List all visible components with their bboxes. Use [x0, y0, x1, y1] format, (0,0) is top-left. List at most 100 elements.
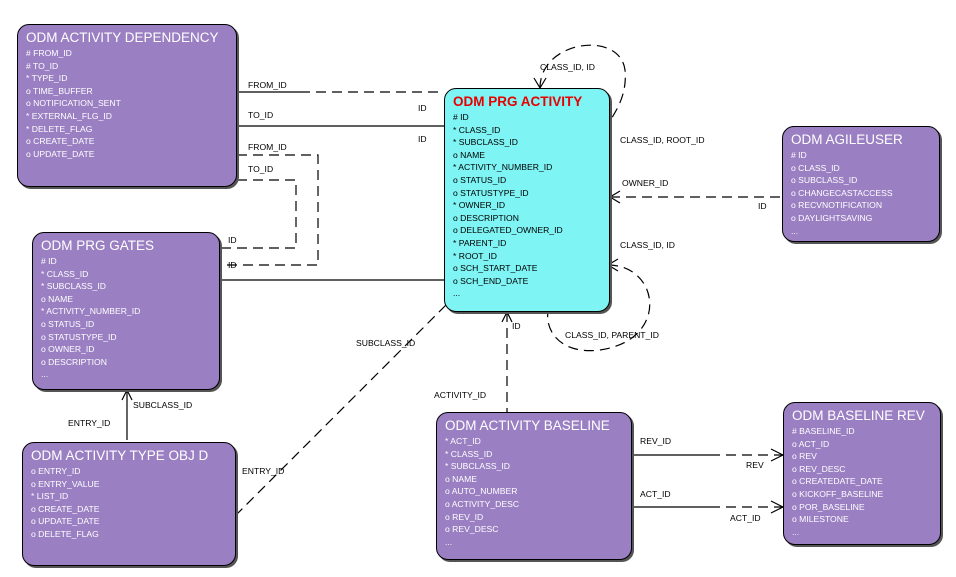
entity-field: o MILESTONE	[792, 514, 849, 525]
entity-field: o AUTO_NUMBER	[445, 486, 518, 497]
label-class-id-id-top: CLASS_ID, ID	[540, 62, 595, 72]
entity-field: o DELETE_FLAG	[31, 528, 99, 539]
entity-field: o CHANGECASTACCESS	[791, 187, 893, 198]
crowfoot-activity-baseline	[501, 311, 513, 323]
entity-field: # BASELINE_ID	[792, 426, 855, 436]
entity-field: o OWNER_ID	[41, 344, 95, 355]
entity-field: * ACTIVITY_NUMBER_ID	[453, 162, 553, 173]
label-subclass-id-mid: SUBCLASS_ID	[356, 338, 416, 348]
label-rev-id: REV_ID	[640, 436, 672, 446]
entity-field: * EXTERNAL_FLG_ID	[26, 110, 112, 121]
label-id-agileuser: ID	[758, 201, 767, 211]
label-entry-id-typeobj: ENTRY_ID	[242, 466, 285, 476]
entity-field: o ENTRY_VALUE	[31, 478, 100, 489]
crowfoot-owner	[609, 190, 621, 204]
entity-field: o NAME	[445, 473, 477, 484]
label-id-activity: ID	[512, 321, 521, 331]
rel-line-gates-to-id	[220, 179, 297, 249]
entity-field: # TO_ID	[26, 60, 59, 71]
label-to-id-gates: TO_ID	[248, 164, 274, 174]
label-act-id: ACT_ID	[640, 489, 671, 499]
entity-field: * OWNER_ID	[453, 200, 506, 211]
entity-field: o ENTRY_ID	[31, 466, 81, 476]
entity-field: ...	[453, 288, 461, 299]
entity-field: ...	[791, 225, 799, 236]
entity-field: o SCH_START_DATE	[453, 263, 538, 274]
entity-field: * ROOT_ID	[453, 250, 497, 261]
label-class-id-parent-id: CLASS_ID, PARENT_ID	[565, 330, 659, 340]
label-from-id-gates: FROM_ID	[248, 142, 287, 152]
crowfoot-self-top	[533, 77, 547, 89]
entity-field: o STATUS_ID	[453, 174, 507, 185]
entity-field: o TIME_BUFFER	[26, 85, 93, 96]
label-class-id-id-right: CLASS_ID, ID	[620, 240, 675, 250]
entity-field: * CLASS_ID	[41, 268, 89, 279]
entity-field: o SUBCLASS_ID	[791, 175, 858, 186]
entity-field: ...	[41, 369, 49, 380]
entity-field: # ID	[791, 150, 807, 160]
entity-field: o NAME	[453, 149, 485, 160]
rel-line-self-top	[539, 44, 626, 126]
entity-field: o STATUSTYPE_ID	[41, 331, 117, 342]
entity-field: o REV_DESC	[792, 463, 846, 474]
entity-field: * SUBCLASS_ID	[445, 461, 510, 472]
label-rev: REV	[746, 460, 764, 470]
entity-field: * PARENT_ID	[453, 237, 507, 248]
entity-field: ...	[445, 536, 453, 547]
entity-field: o CREATE_DATE	[31, 503, 100, 514]
label-id-2: ID	[418, 134, 427, 144]
entity-title: ODM ACTIVITY BASELINE	[445, 418, 610, 433]
entity-field: o DELEGATED_OWNER_ID	[453, 225, 563, 236]
entity-field: o CLASS_ID	[791, 162, 840, 173]
entity-activity-baseline[interactable]: ODM ACTIVITY BASELINE * ACT_ID* CLASS_ID…	[436, 412, 632, 560]
label-owner-id: OWNER_ID	[622, 178, 669, 188]
entity-field: # ID	[41, 256, 57, 266]
label-entry-id: ENTRY_ID	[68, 418, 111, 428]
entity-field: o REV	[792, 451, 817, 462]
entity-field: o ACTIVITY_DESC	[445, 498, 520, 509]
entity-field: * SUBCLASS_ID	[453, 137, 518, 148]
entity-field: o REV_ID	[445, 511, 484, 522]
entity-prg-gates[interactable]: ODM PRG GATES # ID* CLASS_ID* SUBCLASS_I…	[32, 232, 220, 390]
entity-title: ODM BASELINE REV	[792, 408, 925, 423]
entity-field: o KICKOFF_BASELINE	[792, 488, 884, 499]
entity-field: o UPDATE_DATE	[26, 148, 95, 159]
entity-field: o DESCRIPTION	[41, 356, 107, 367]
entity-field: * SUBCLASS_ID	[41, 281, 106, 292]
entity-field: * DELETE_FLAG	[26, 123, 93, 134]
rel-line-self-bottom	[547, 264, 651, 352]
label-activity-id: ACTIVITY_ID	[434, 390, 487, 400]
label-act-id-rev: ACT_ID	[730, 513, 761, 523]
label-id-1: ID	[418, 103, 427, 113]
entity-field: o STATUSTYPE_ID	[453, 187, 529, 198]
crowfoot-rev	[770, 448, 784, 462]
entity-field: o STATUS_ID	[41, 318, 95, 329]
entity-title: ODM PRG ACTIVITY	[453, 94, 583, 109]
entity-prg-activity[interactable]: ODM PRG ACTIVITY # ID* CLASS_ID* SUBCLAS…	[444, 88, 610, 312]
entity-field: o DAYLIGHTSAVING	[791, 212, 873, 223]
entity-field: o SCH_END_DATE	[453, 275, 529, 286]
entity-field: ...	[792, 526, 800, 537]
rel-line-gates-from-id	[220, 154, 319, 266]
entity-title: ODM AGILEUSER	[791, 132, 903, 147]
entity-field: * LIST_ID	[31, 491, 69, 502]
entity-field: # ID	[453, 112, 469, 122]
entity-field: o NOTIFICATION_SENT	[26, 98, 121, 109]
entity-field: o CREATE_DATE	[26, 136, 95, 147]
entity-field: o RECVNOTIFICATION	[791, 200, 883, 211]
label-id-gates-1: ID	[228, 235, 237, 245]
entity-field: o REV_DESC	[445, 524, 499, 535]
entity-field: * ACT_ID	[445, 436, 481, 446]
entity-activity-dependency[interactable]: ODM ACTIVITY DEPENDENCY # FROM_ID# TO_ID…	[17, 24, 237, 187]
